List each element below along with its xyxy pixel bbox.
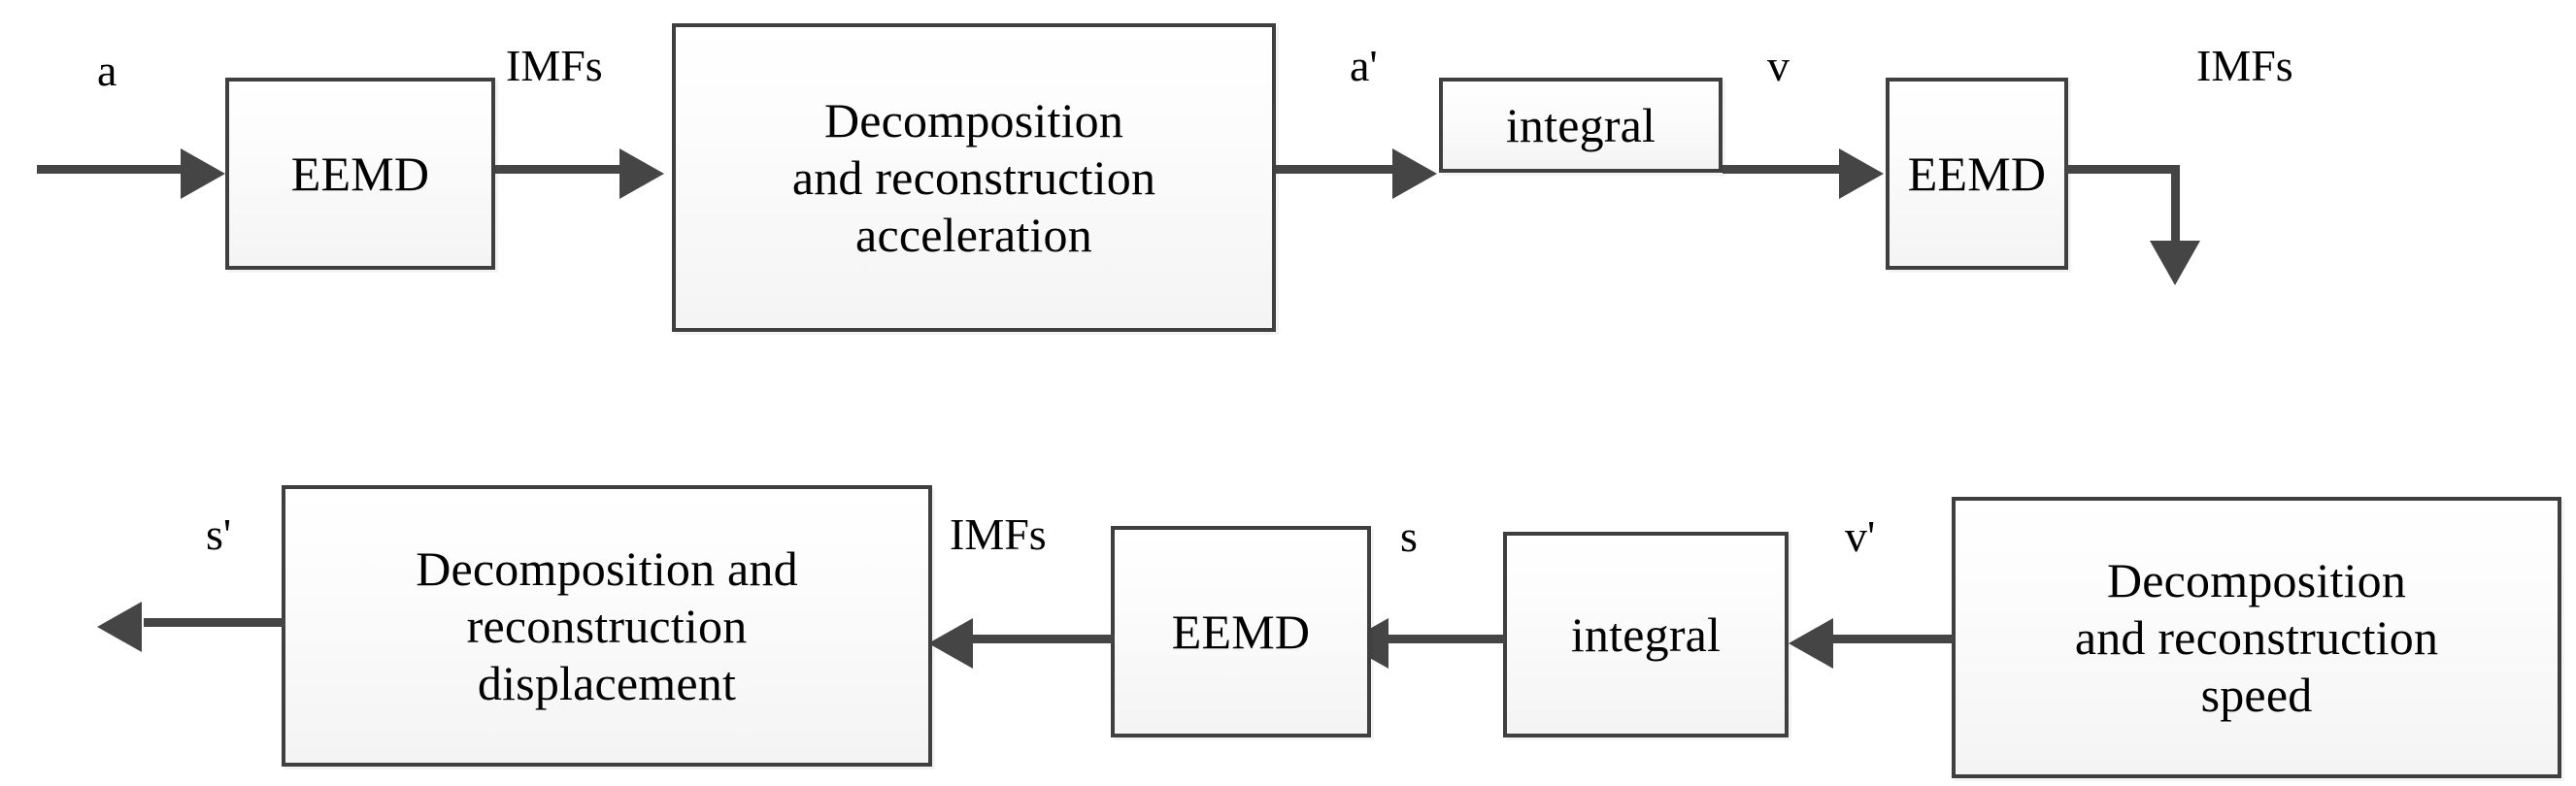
node-integral-1[interactable]: integral: [1439, 78, 1723, 173]
node-decomposition-reconstruction-speed[interactable]: Decomposition and reconstruction speed: [1952, 497, 2561, 778]
node-eemd-2-label: EEMD: [1907, 146, 2047, 201]
connector-decomp-accel-to-integral1: [1276, 165, 1394, 174]
node-eemd-3-label: EEMD: [1171, 604, 1311, 659]
arrowhead-integral1-to-eemd2: [1839, 148, 1884, 199]
arrowhead-output-s-prime: [97, 602, 142, 652]
arrowhead-eemd3-to-decomp-displacement: [928, 618, 973, 669]
node-eemd-1-label: EEMD: [290, 146, 430, 201]
arrowhead-eemd1-to-decomp-accel: [619, 148, 664, 199]
edge-label-imfs-1: IMFs: [506, 41, 603, 90]
connector-integral2-to-eemd3: [1388, 635, 1505, 643]
edge-label-s-prime: s': [206, 509, 232, 559]
node-integral-2-label: integral: [1570, 606, 1722, 662]
connector-integral1-to-eemd2: [1723, 165, 1841, 174]
connector-output-s-prime: [144, 618, 285, 627]
arrowhead-decomp-speed-to-integral2: [1789, 618, 1833, 669]
node-decomposition-reconstruction-acceleration-label: Decomposition and reconstruction acceler…: [791, 92, 1156, 262]
connector-eemd2-down: [2171, 165, 2180, 264]
arrowhead-eemd2-to-decomp-speed: [2150, 241, 2200, 285]
edge-label-v-prime: v': [1845, 511, 1876, 561]
connector-input-a: [37, 165, 183, 174]
node-eemd-2[interactable]: EEMD: [1886, 78, 2068, 270]
node-decomposition-reconstruction-acceleration[interactable]: Decomposition and reconstruction acceler…: [672, 23, 1276, 332]
arrowhead-input-a: [181, 148, 225, 199]
node-decomposition-reconstruction-speed-label: Decomposition and reconstruction speed: [2074, 552, 2439, 722]
connector-eemd1-to-decomp-accel: [495, 165, 621, 174]
arrowhead-decomp-accel-to-integral1: [1392, 148, 1437, 199]
node-eemd-3[interactable]: EEMD: [1111, 526, 1371, 737]
node-eemd-1[interactable]: EEMD: [225, 78, 495, 270]
node-integral-2[interactable]: integral: [1503, 532, 1789, 737]
edge-label-imfs-3: IMFs: [950, 509, 1047, 559]
node-decomposition-reconstruction-displacement[interactable]: Decomposition and reconstruction displac…: [282, 485, 932, 767]
node-decomposition-reconstruction-displacement-label: Decomposition and reconstruction displac…: [416, 540, 798, 710]
edge-label-s: s: [1400, 511, 1418, 561]
edge-label-a-prime: a': [1350, 41, 1378, 90]
connector-decomp-speed-to-integral2: [1833, 635, 1954, 643]
edge-label-v: v: [1767, 41, 1790, 90]
edge-label-input-a: a: [97, 46, 117, 95]
edge-label-imfs-2: IMFs: [2196, 41, 2293, 90]
connector-eemd2-right: [2066, 165, 2180, 174]
node-integral-1-label: integral: [1505, 97, 1656, 152]
connector-eemd3-to-decomp-displacement: [973, 635, 1115, 643]
